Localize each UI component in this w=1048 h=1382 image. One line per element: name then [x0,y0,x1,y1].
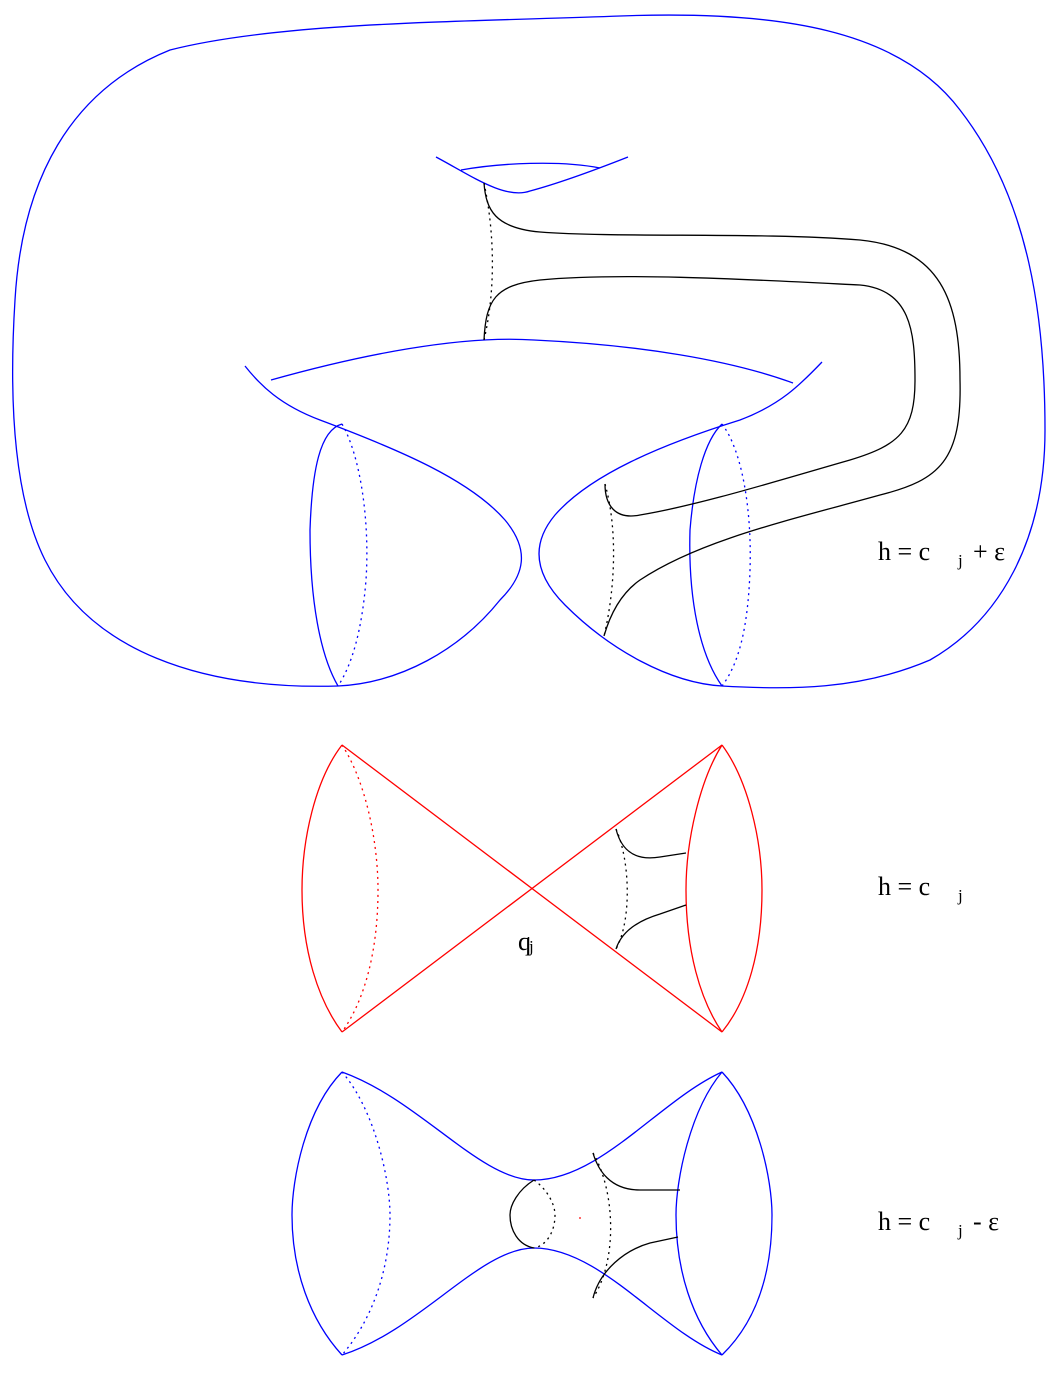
inner-black-band [483,275,916,517]
left-cone-front [301,744,343,1033]
top-panel-surface [11,14,1046,689]
right-neck-back [721,423,751,687]
bottom-left-back [341,1071,391,1356]
right-saddle-side [538,361,823,687]
middle-dotted-arc [615,828,628,950]
bottom-upper-black-curve [592,1152,680,1191]
bottom-left-front [291,1071,343,1356]
bottom-label: h = c j - ε [878,1207,999,1240]
right-cone-back [721,744,763,1033]
right-neck-front [689,423,723,687]
red-dot [579,1217,581,1219]
bottom-panel-surface [291,1071,773,1356]
bottom-lower-black-curve [592,1236,679,1299]
left-saddle-side [244,365,522,687]
bottom-right-back [721,1071,773,1356]
critical-point-label: q j [518,927,534,956]
middle-lower-black-curve [615,904,687,950]
middle-label: h = c j [878,872,963,905]
left-cone-back [341,744,379,1033]
right-cone-front [685,744,723,1033]
critical-point-sub: j [528,937,534,956]
middle-panel-critical-level [301,744,763,1033]
outer-black-band [483,182,961,637]
top-label-sub: j [957,551,963,570]
lower-saddle-rim [270,338,794,384]
bottom-bottom-outline [341,1247,723,1356]
bottom-label-tail: - ε [973,1207,999,1236]
bottom-top-outline [341,1071,723,1181]
upper-saddle-edge [435,156,629,194]
middle-upper-black-curve [615,828,687,859]
upper-dotted-arc [483,182,494,341]
middle-label-sub: j [957,886,963,905]
outer-boundary-curve [11,14,1046,689]
bottom-label-main: h = c [878,1207,930,1236]
neck-circle-back [533,1179,556,1249]
critical-point-main: q [518,927,531,956]
cone-line-2 [341,744,723,1033]
upper-saddle-rim [460,162,601,171]
bottom-label-sub: j [957,1221,963,1240]
middle-label-main: h = c [878,872,930,901]
bottom-right-front [675,1071,723,1356]
left-neck-back [337,423,368,687]
top-label-main: h = c [878,537,930,566]
left-neck-front [309,423,343,687]
neck-circle-front [509,1179,535,1249]
top-label: h = c j + ε [878,537,1005,570]
top-label-tail: + ε [973,537,1005,566]
